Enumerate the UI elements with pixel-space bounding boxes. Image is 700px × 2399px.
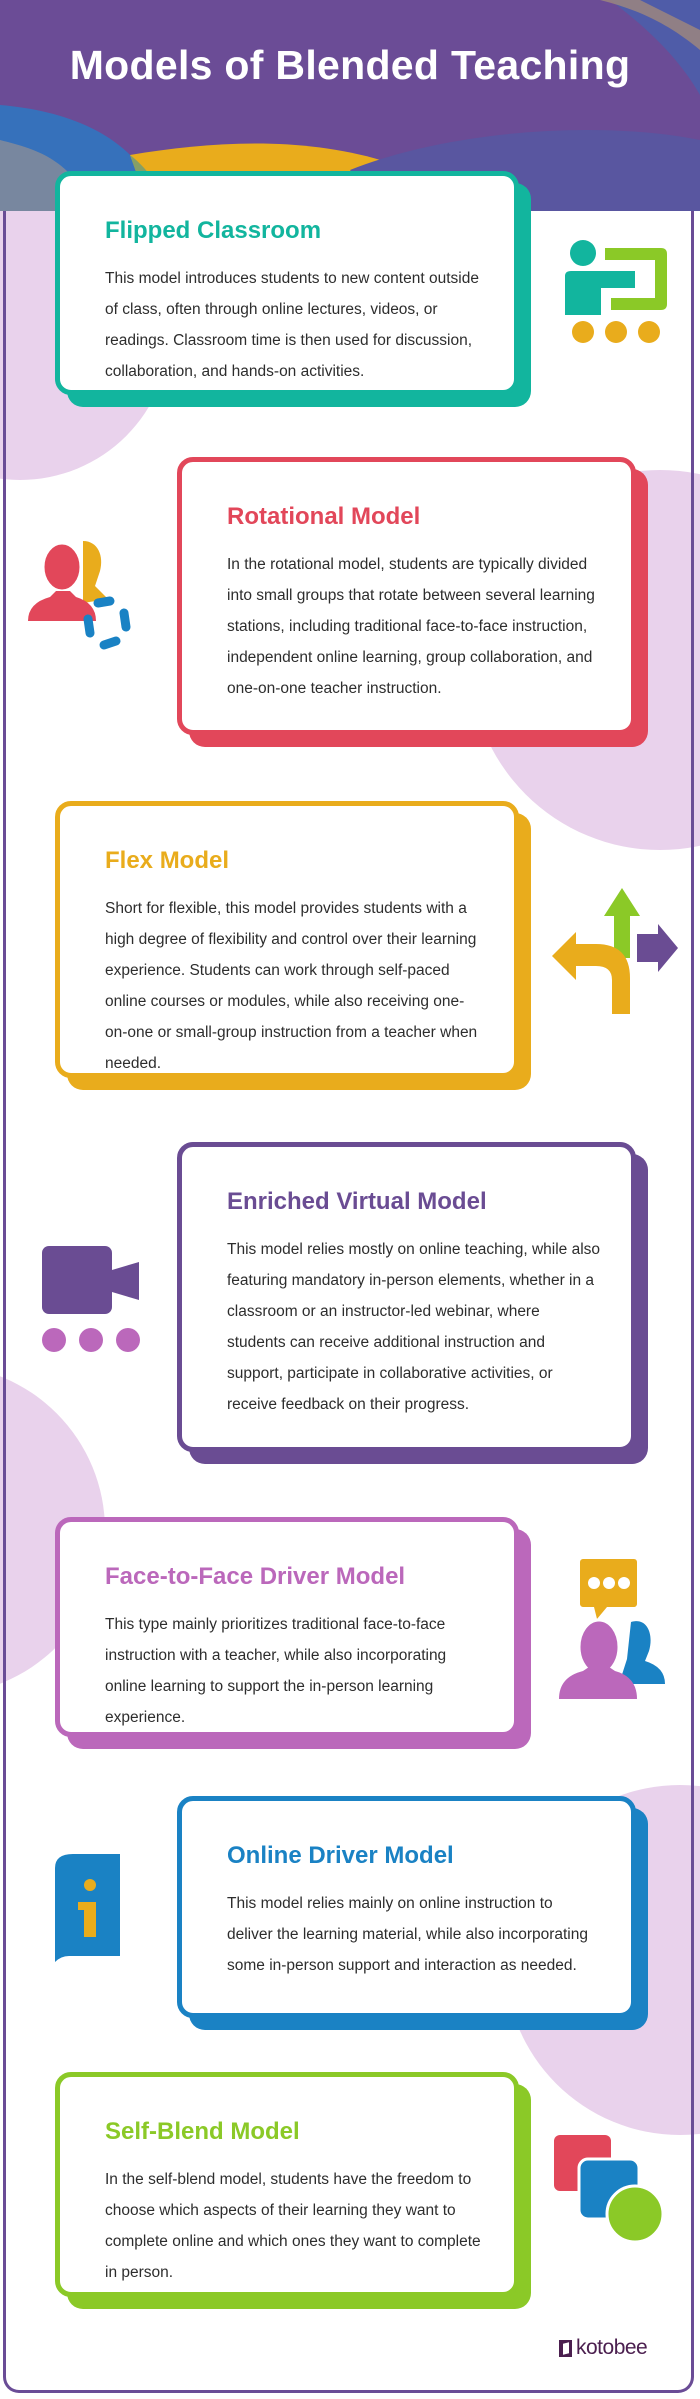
users-chat-icon <box>559 1559 665 1699</box>
model-card-rotational: Rotational Model In the rotational model… <box>177 457 648 747</box>
model-card-self-blend: Self-Blend Model In the self-blend model… <box>55 2072 531 2309</box>
page-frame <box>3 150 694 2393</box>
model-card-flex: Flex Model Short for flexible, this mode… <box>55 801 531 1090</box>
model-card-enriched-virtual: Enriched Virtual Model This model relies… <box>177 1142 648 1464</box>
model-description: Short for flexible, this model provides … <box>105 900 478 1072</box>
kotobee-logo-icon <box>559 2339 572 2357</box>
model-title: Rotational Model <box>227 503 421 530</box>
model-card-face-to-face-driver: Face-to-Face Driver Model This type main… <box>55 1517 531 1749</box>
model-title: Face-to-Face Driver Model <box>105 1563 406 1590</box>
model-description: In the self-blend model, students have t… <box>105 2171 481 2281</box>
model-description: In the rotational model, students are ty… <box>227 556 595 697</box>
model-title: Online Driver Model <box>227 1842 454 1869</box>
model-description: This model relies mostly on online teach… <box>227 1241 601 1413</box>
page-title: Models of Blended Teaching <box>69 42 631 88</box>
model-title: Flipped Classroom <box>105 217 322 244</box>
model-description: This type mainly prioritizes traditional… <box>105 1616 447 1726</box>
model-title: Flex Model <box>105 847 230 874</box>
blend-shapes-icon <box>554 2135 665 2244</box>
video-camera-icon <box>42 1246 140 1352</box>
users-rotate-icon <box>28 541 131 650</box>
model-card-flipped-classroom: Flipped Classroom This model introduces … <box>55 171 531 407</box>
model-card-online-driver: Online Driver Model This model relies ma… <box>177 1796 648 2030</box>
model-description: This model introduces students to new co… <box>105 270 479 380</box>
model-description: This model relies mainly on online instr… <box>227 1895 588 1974</box>
kotobee-logo: kotobee <box>559 2336 648 2360</box>
info-icon <box>55 1854 120 1962</box>
presenter-board-icon <box>565 240 667 343</box>
logo-text: kotobee <box>576 2336 648 2359</box>
direction-arrows-icon <box>552 888 678 1014</box>
model-title: Self-Blend Model <box>105 2118 300 2145</box>
model-title: Enriched Virtual Model <box>227 1188 487 1215</box>
